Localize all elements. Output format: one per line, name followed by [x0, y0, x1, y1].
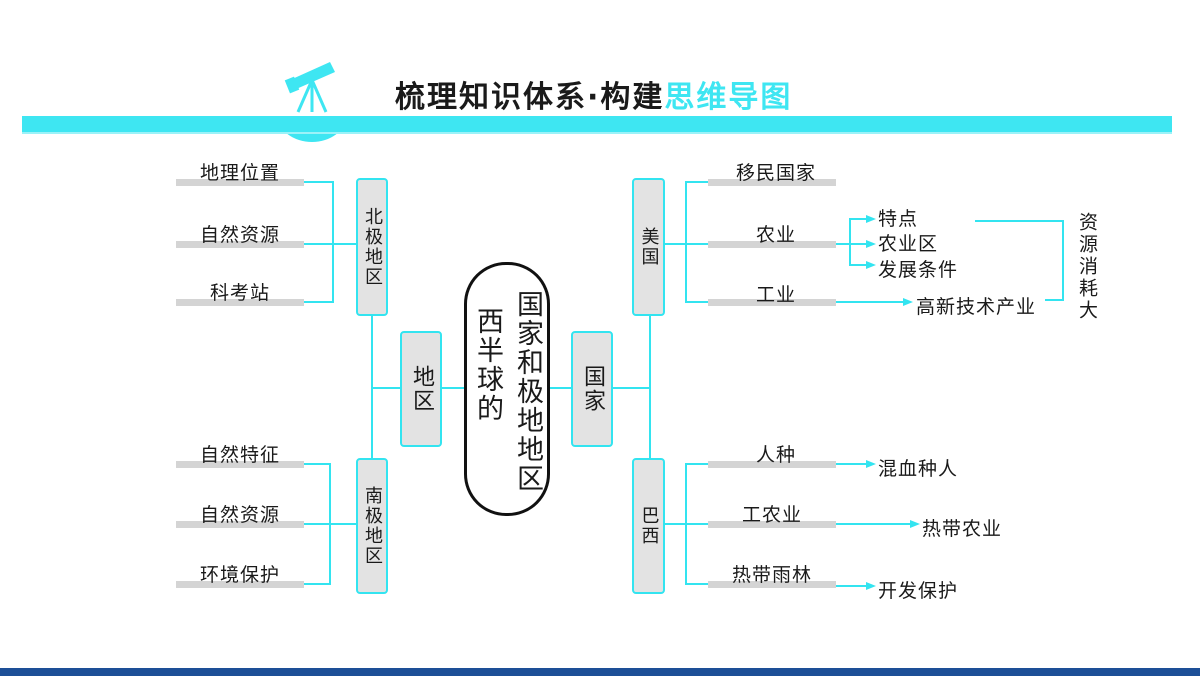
center-node-line1: 国家和极地地区 [512, 289, 543, 493]
node-brazil: 巴西 [632, 458, 665, 594]
center-node-line2: 西半球的 [472, 307, 503, 423]
brazil-item-economy: 工农业 [741, 504, 803, 526]
node-region: 地区 [400, 331, 442, 447]
agriculture-detail-conditions: 发展条件 [878, 259, 959, 281]
usa-item-immigration: 移民国家 [735, 162, 817, 184]
usa-note-resource-consumption: 资源消耗大 [1076, 212, 1098, 322]
arctic-item-location: 地理位置 [199, 162, 281, 184]
arctic-item-station: 科考站 [209, 282, 271, 304]
node-country: 国家 [571, 331, 613, 447]
footer-bar [0, 668, 1200, 676]
page-title-highlight: 思维导图 [664, 80, 793, 115]
brazil-detail-tropical-agriculture: 热带农业 [922, 518, 1003, 540]
usa-item-industry: 工业 [755, 284, 797, 306]
telescope-icon [284, 62, 335, 113]
antarctic-item-resources: 自然资源 [199, 504, 281, 526]
antarctic-item-features: 自然特征 [199, 444, 281, 466]
usa-item-agriculture: 农业 [755, 224, 797, 246]
page-title: 梳理知识体系·构建思维导图 [395, 80, 793, 115]
center-node: 国家和极地地区 西半球的 [464, 262, 550, 516]
brazil-item-race: 人种 [755, 444, 797, 466]
node-antarctic: 南极地区 [356, 458, 388, 594]
industry-detail-hightech: 高新技术产业 [916, 296, 1037, 318]
agriculture-detail-features: 特点 [878, 208, 919, 230]
node-usa: 美国 [632, 178, 665, 316]
agriculture-detail-zones: 农业区 [878, 233, 939, 255]
brazil-detail-development-protection: 开发保护 [878, 580, 959, 602]
arctic-item-resources: 自然资源 [199, 224, 281, 246]
brazil-item-rainforest: 热带雨林 [731, 564, 813, 586]
antarctic-item-protection: 环境保护 [199, 564, 281, 586]
brazil-detail-mixed-race: 混血种人 [878, 458, 959, 480]
node-arctic: 北极地区 [356, 178, 388, 316]
